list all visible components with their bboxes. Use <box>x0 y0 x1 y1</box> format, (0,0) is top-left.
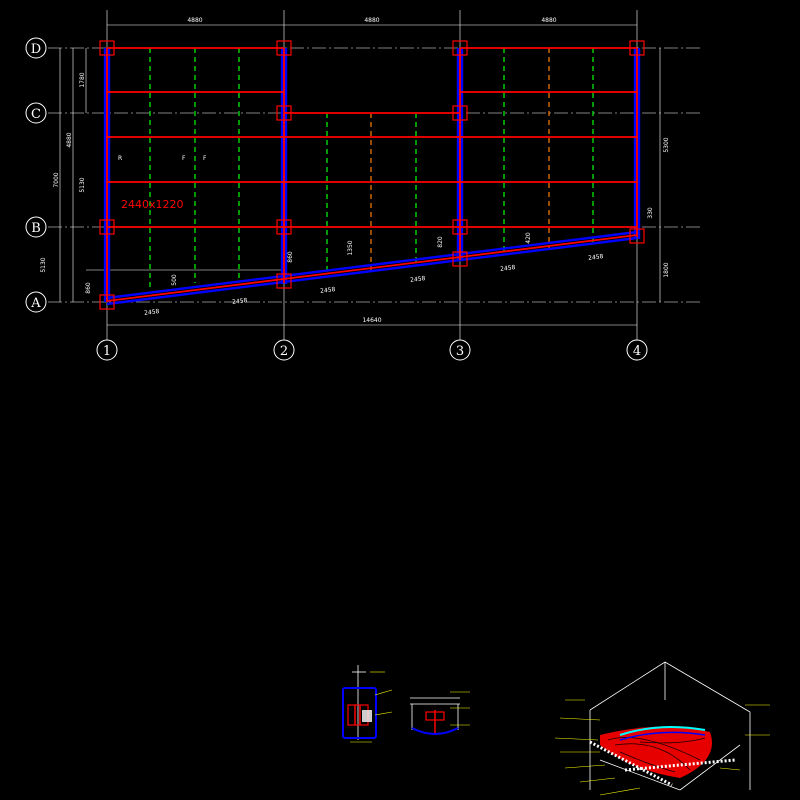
slope-dim-2: 2458 <box>232 297 248 306</box>
isometric-detail <box>554 661 770 796</box>
beams-red <box>106 47 638 302</box>
axis-bubble-2: 2 <box>273 339 295 361</box>
slope-dim-1: 2458 <box>144 308 160 317</box>
left-dim-outer-2: 5130 <box>40 257 47 272</box>
axis-grid-lines <box>48 10 700 340</box>
axis-bubble-3: 3 <box>449 339 471 361</box>
left-dim-mid-3: 860 <box>85 282 92 294</box>
left-dim-outer-1: 7000 <box>53 172 60 187</box>
total-dim: 14640 <box>362 317 381 324</box>
mark-1: R <box>118 155 122 162</box>
axis-bubble-d: D <box>25 37 47 59</box>
right-dim-2: 330 <box>647 207 654 219</box>
vertical-dim-3: 1350 <box>347 240 354 255</box>
section-detail-1 <box>342 665 393 743</box>
panel-size-label: 2440x1220 <box>121 198 184 211</box>
vertical-dim-2: 860 <box>287 251 294 263</box>
beams-blue <box>103 48 641 306</box>
axis-bubble-b: B <box>25 216 47 238</box>
slope-dim-6: 2458 <box>588 253 604 262</box>
axis-label-a: A <box>30 296 41 311</box>
row-axis-bubbles: D C B A <box>25 37 47 313</box>
axis-label-c: C <box>31 107 41 122</box>
column-nodes <box>99 40 645 310</box>
left-dim-inner-1: 1780 <box>79 72 86 87</box>
axis-label-b: B <box>31 221 41 236</box>
joists-orange <box>370 48 550 270</box>
vertical-dim-5: 420 <box>525 232 532 244</box>
axis-label-1: 1 <box>103 344 111 359</box>
top-dim-3: 4880 <box>541 17 556 24</box>
dimension-lines <box>59 24 661 326</box>
mark-2: F <box>182 155 186 162</box>
axis-label-4: 4 <box>633 344 641 359</box>
slope-dim-4: 2458 <box>410 275 426 284</box>
dimension-texts: 4880 4880 4880 14640 7000 5130 4880 5130… <box>40 17 670 324</box>
axis-bubble-4: 4 <box>626 339 648 361</box>
slope-dim-3: 2458 <box>320 286 336 295</box>
column-axis-bubbles: 1 2 3 4 <box>96 339 648 361</box>
vertical-dim-4: 820 <box>437 236 444 248</box>
section-detail-2 <box>410 691 470 735</box>
vertical-dim-1: 500 <box>171 274 178 286</box>
right-dim-1: 5300 <box>663 137 670 152</box>
left-dim-mid-2: 5130 <box>79 177 86 192</box>
mark-3: F <box>203 155 207 162</box>
joists-green <box>149 48 594 290</box>
slope-dim-5: 2458 <box>500 264 516 273</box>
right-dim-3: 1800 <box>663 262 670 277</box>
top-dim-1: 4880 <box>187 17 202 24</box>
axis-bubble-c: C <box>25 102 47 124</box>
left-dim-mid-1: 4880 <box>66 132 73 147</box>
axis-label-3: 3 <box>456 344 464 359</box>
top-dim-2: 4880 <box>364 17 379 24</box>
axis-bubble-a: A <box>25 291 47 313</box>
axis-bubble-1: 1 <box>96 339 118 361</box>
axis-label-2: 2 <box>280 344 288 359</box>
axis-label-d: D <box>31 42 41 57</box>
